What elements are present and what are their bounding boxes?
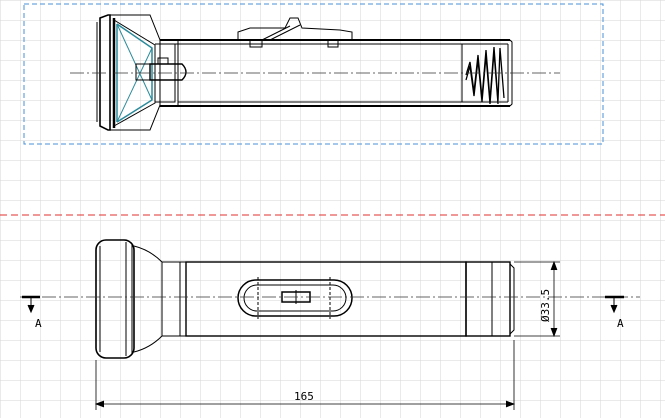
diameter-dimension-text: Ø33.5 [539,289,552,322]
length-dimension[interactable] [94,340,516,410]
section-label-left: A [35,317,42,330]
length-dimension-text: 165 [294,390,314,403]
tail-cap-front [465,261,515,337]
head-front [95,239,186,359]
section-label-right: A [617,317,624,330]
detail-view-frame[interactable] [23,3,604,145]
switch-front[interactable] [237,277,353,319]
diameter-dimension[interactable] [514,260,560,338]
front-view [95,239,515,359]
spring [465,46,505,105]
switch-section [237,17,353,48]
section-marker-right[interactable] [605,295,624,314]
section-marker-left[interactable] [22,295,40,314]
